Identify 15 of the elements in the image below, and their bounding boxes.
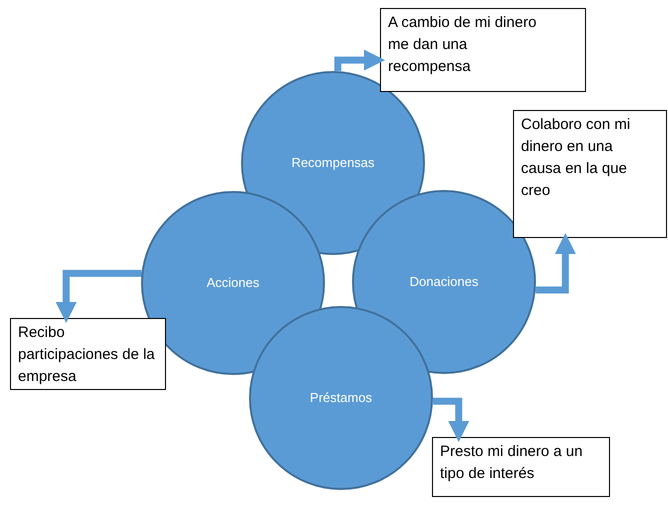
bent-arrow bbox=[56, 270, 142, 323]
bent-arrow bbox=[334, 50, 385, 72]
node-label: Recompensas bbox=[291, 154, 375, 172]
description-text: Colaboro con mi dinero en una causa en la que creo bbox=[521, 115, 632, 201]
text-box bbox=[380, 8, 586, 92]
node-label: Préstamos bbox=[310, 389, 372, 408]
description-text: Presto mi dinero a un tipo de interés bbox=[440, 442, 584, 484]
description-text: A cambio de mi dinero me dan una recompensa bbox=[388, 13, 538, 77]
node-label: Donaciones bbox=[410, 273, 478, 292]
node-label: Acciones bbox=[206, 274, 260, 292]
text-box bbox=[10, 318, 166, 390]
bent-arrow bbox=[432, 398, 470, 442]
description-text: Recibo participaciones de la empresa bbox=[18, 323, 156, 387]
text-box bbox=[432, 437, 610, 497]
text-box bbox=[513, 110, 667, 238]
